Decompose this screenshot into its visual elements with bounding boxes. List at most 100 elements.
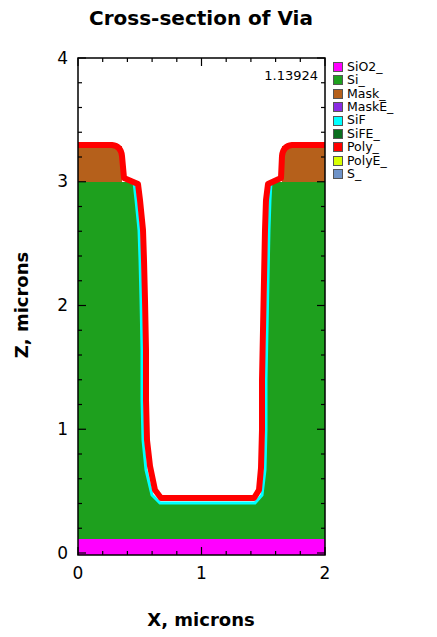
tick-mark	[321, 107, 325, 108]
tick-mark	[321, 478, 325, 479]
tick-mark	[300, 58, 301, 62]
legend-label: Poly_	[347, 141, 379, 154]
tick-mark	[78, 354, 82, 355]
tick-mark	[324, 58, 325, 66]
legend-label: SiF	[347, 114, 366, 127]
tick-mark	[226, 58, 227, 62]
tick-mark	[78, 206, 82, 207]
tick-mark	[102, 551, 103, 555]
tick-mark	[321, 528, 325, 529]
legend-label: S_	[347, 168, 361, 181]
tick-mark	[321, 379, 325, 380]
tick-mark	[250, 58, 251, 62]
tick-mark	[78, 82, 82, 83]
legend-swatch	[333, 142, 343, 152]
tick-mark	[317, 552, 325, 553]
tick-mark	[78, 503, 82, 504]
plot-frame	[78, 58, 325, 555]
chart-title: Cross-section of Via	[89, 8, 313, 28]
tick-mark	[275, 58, 276, 62]
tick-mark	[152, 551, 153, 555]
tick-mark	[77, 58, 78, 66]
tick-mark	[201, 58, 202, 66]
tick-mark	[78, 528, 82, 529]
tick-mark	[321, 280, 325, 281]
tick-mark	[152, 58, 153, 62]
tick-mark	[321, 156, 325, 157]
z-tick-label: 2	[57, 297, 68, 314]
tick-mark	[321, 132, 325, 133]
legend-label: MaskE_	[347, 101, 393, 114]
tick-mark	[78, 231, 82, 232]
tick-mark	[78, 132, 82, 133]
legend-swatch	[333, 169, 343, 179]
z-tick-label: 3	[57, 173, 68, 190]
z-tick-label: 1	[57, 421, 68, 438]
mask-right	[282, 146, 325, 182]
time-annotation: 1.13924	[264, 69, 318, 82]
axis-ticks	[78, 58, 325, 555]
tick-mark	[321, 82, 325, 83]
z-tick-label: 0	[57, 545, 68, 562]
tick-mark	[321, 503, 325, 504]
tick-mark	[78, 57, 86, 58]
z-tick-label: 4	[57, 50, 68, 67]
tick-mark	[176, 551, 177, 555]
sif-layer	[134, 182, 271, 503]
mask-left	[78, 146, 122, 182]
legend-label: SiFE_	[347, 128, 380, 141]
oxide-layer	[78, 538, 325, 555]
tick-mark	[78, 181, 86, 182]
legend-label: SiO2_	[347, 61, 382, 74]
tick-mark	[127, 58, 128, 62]
tick-mark	[321, 206, 325, 207]
tick-mark	[78, 255, 82, 256]
legend-swatch	[333, 75, 343, 85]
tick-mark	[321, 231, 325, 232]
legend-swatch	[333, 89, 343, 99]
legend-swatch	[333, 156, 343, 166]
legend-label: PolyE_	[347, 155, 387, 168]
legend-swatch	[333, 129, 343, 139]
tick-mark	[78, 453, 82, 454]
tick-mark	[176, 58, 177, 62]
legend-swatch	[333, 102, 343, 112]
tick-mark	[321, 453, 325, 454]
tick-mark	[78, 107, 82, 108]
tick-mark	[300, 551, 301, 555]
tick-mark	[324, 547, 325, 555]
tick-mark	[317, 181, 325, 182]
tick-mark	[78, 156, 82, 157]
x-tick-label: 0	[73, 565, 84, 582]
legend-label: Mask_	[347, 88, 385, 101]
x-axis-title: X, microns	[147, 611, 254, 629]
x-tick-label: 1	[196, 565, 207, 582]
tick-mark	[127, 551, 128, 555]
tick-mark	[321, 354, 325, 355]
legend-swatch	[333, 62, 343, 72]
tick-mark	[317, 57, 325, 58]
tick-mark	[78, 404, 82, 405]
tick-mark	[102, 58, 103, 62]
legend-label: Si_	[347, 74, 365, 87]
tick-mark	[226, 551, 227, 555]
tick-mark	[321, 330, 325, 331]
tick-mark	[321, 404, 325, 405]
tick-mark	[78, 305, 86, 306]
tick-mark	[78, 330, 82, 331]
tick-mark	[77, 547, 78, 555]
tick-mark	[317, 305, 325, 306]
y-axis-title: Z, microns	[13, 252, 31, 359]
tick-mark	[201, 547, 202, 555]
tick-mark	[250, 551, 251, 555]
tick-mark	[321, 255, 325, 256]
tick-mark	[78, 478, 82, 479]
tick-mark	[78, 552, 86, 553]
tick-mark	[317, 429, 325, 430]
poly-layer	[78, 145, 325, 498]
tick-mark	[275, 551, 276, 555]
legend-swatch	[333, 116, 343, 126]
tick-mark	[78, 379, 82, 380]
tick-mark	[78, 429, 86, 430]
x-tick-label: 2	[320, 565, 331, 582]
